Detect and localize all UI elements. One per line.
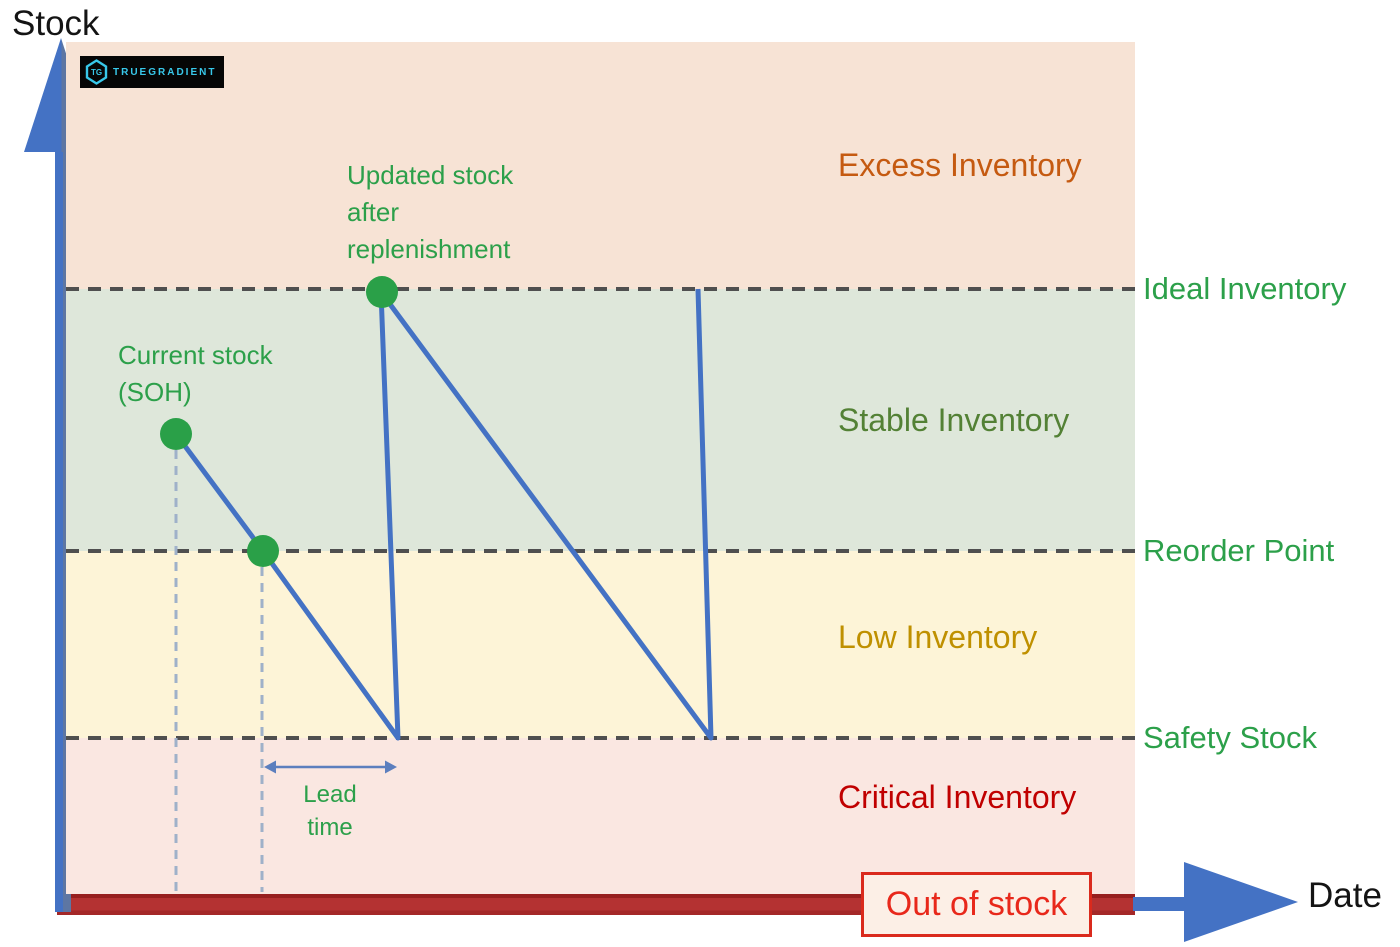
y-axis-label: Stock (12, 4, 100, 43)
zone-label-excess: Excess Inventory (838, 147, 1082, 183)
zone-band-critical (66, 738, 1135, 894)
annotation-line: Updated stock (347, 160, 514, 190)
threshold-label-ideal: Ideal Inventory (1143, 271, 1347, 306)
logo-name: TRUEGRADIENT (113, 66, 217, 78)
annotation-line: Lead (303, 781, 357, 808)
threshold-label-reorder: Reorder Point (1143, 533, 1335, 568)
x-axis-label: Date (1308, 876, 1382, 915)
annotation-current-stock: Current stock (SOH) (118, 337, 273, 411)
out-of-stock-label: Out of stock (885, 885, 1068, 923)
x-axis-arrow-icon (1184, 862, 1298, 942)
svg-text:TG: TG (91, 68, 102, 77)
threshold-label-safety: Safety Stock (1143, 720, 1318, 755)
annotation-updated-stock: Updated stock after replenishment (347, 157, 513, 268)
logo-hexagon-icon: TG (85, 59, 108, 85)
annotation-lead-time: Lead time (268, 778, 392, 844)
zone-label-critical: Critical Inventory (838, 779, 1077, 815)
annotation-line: after (347, 197, 400, 227)
zone-band-excess (66, 42, 1135, 289)
truegradient-logo: TG TRUEGRADIENT (80, 56, 225, 88)
annotation-line: Current stock (118, 340, 273, 370)
annotation-line: (SOH) (118, 377, 192, 407)
annotation-line: time (307, 814, 353, 841)
zone-label-stable: Stable Inventory (838, 402, 1070, 438)
zone-label-low: Low Inventory (838, 619, 1038, 655)
annotation-line: replenishment (347, 234, 511, 264)
x-axis-line (1133, 897, 1187, 911)
out-of-stock-box: Out of stock (861, 872, 1092, 937)
